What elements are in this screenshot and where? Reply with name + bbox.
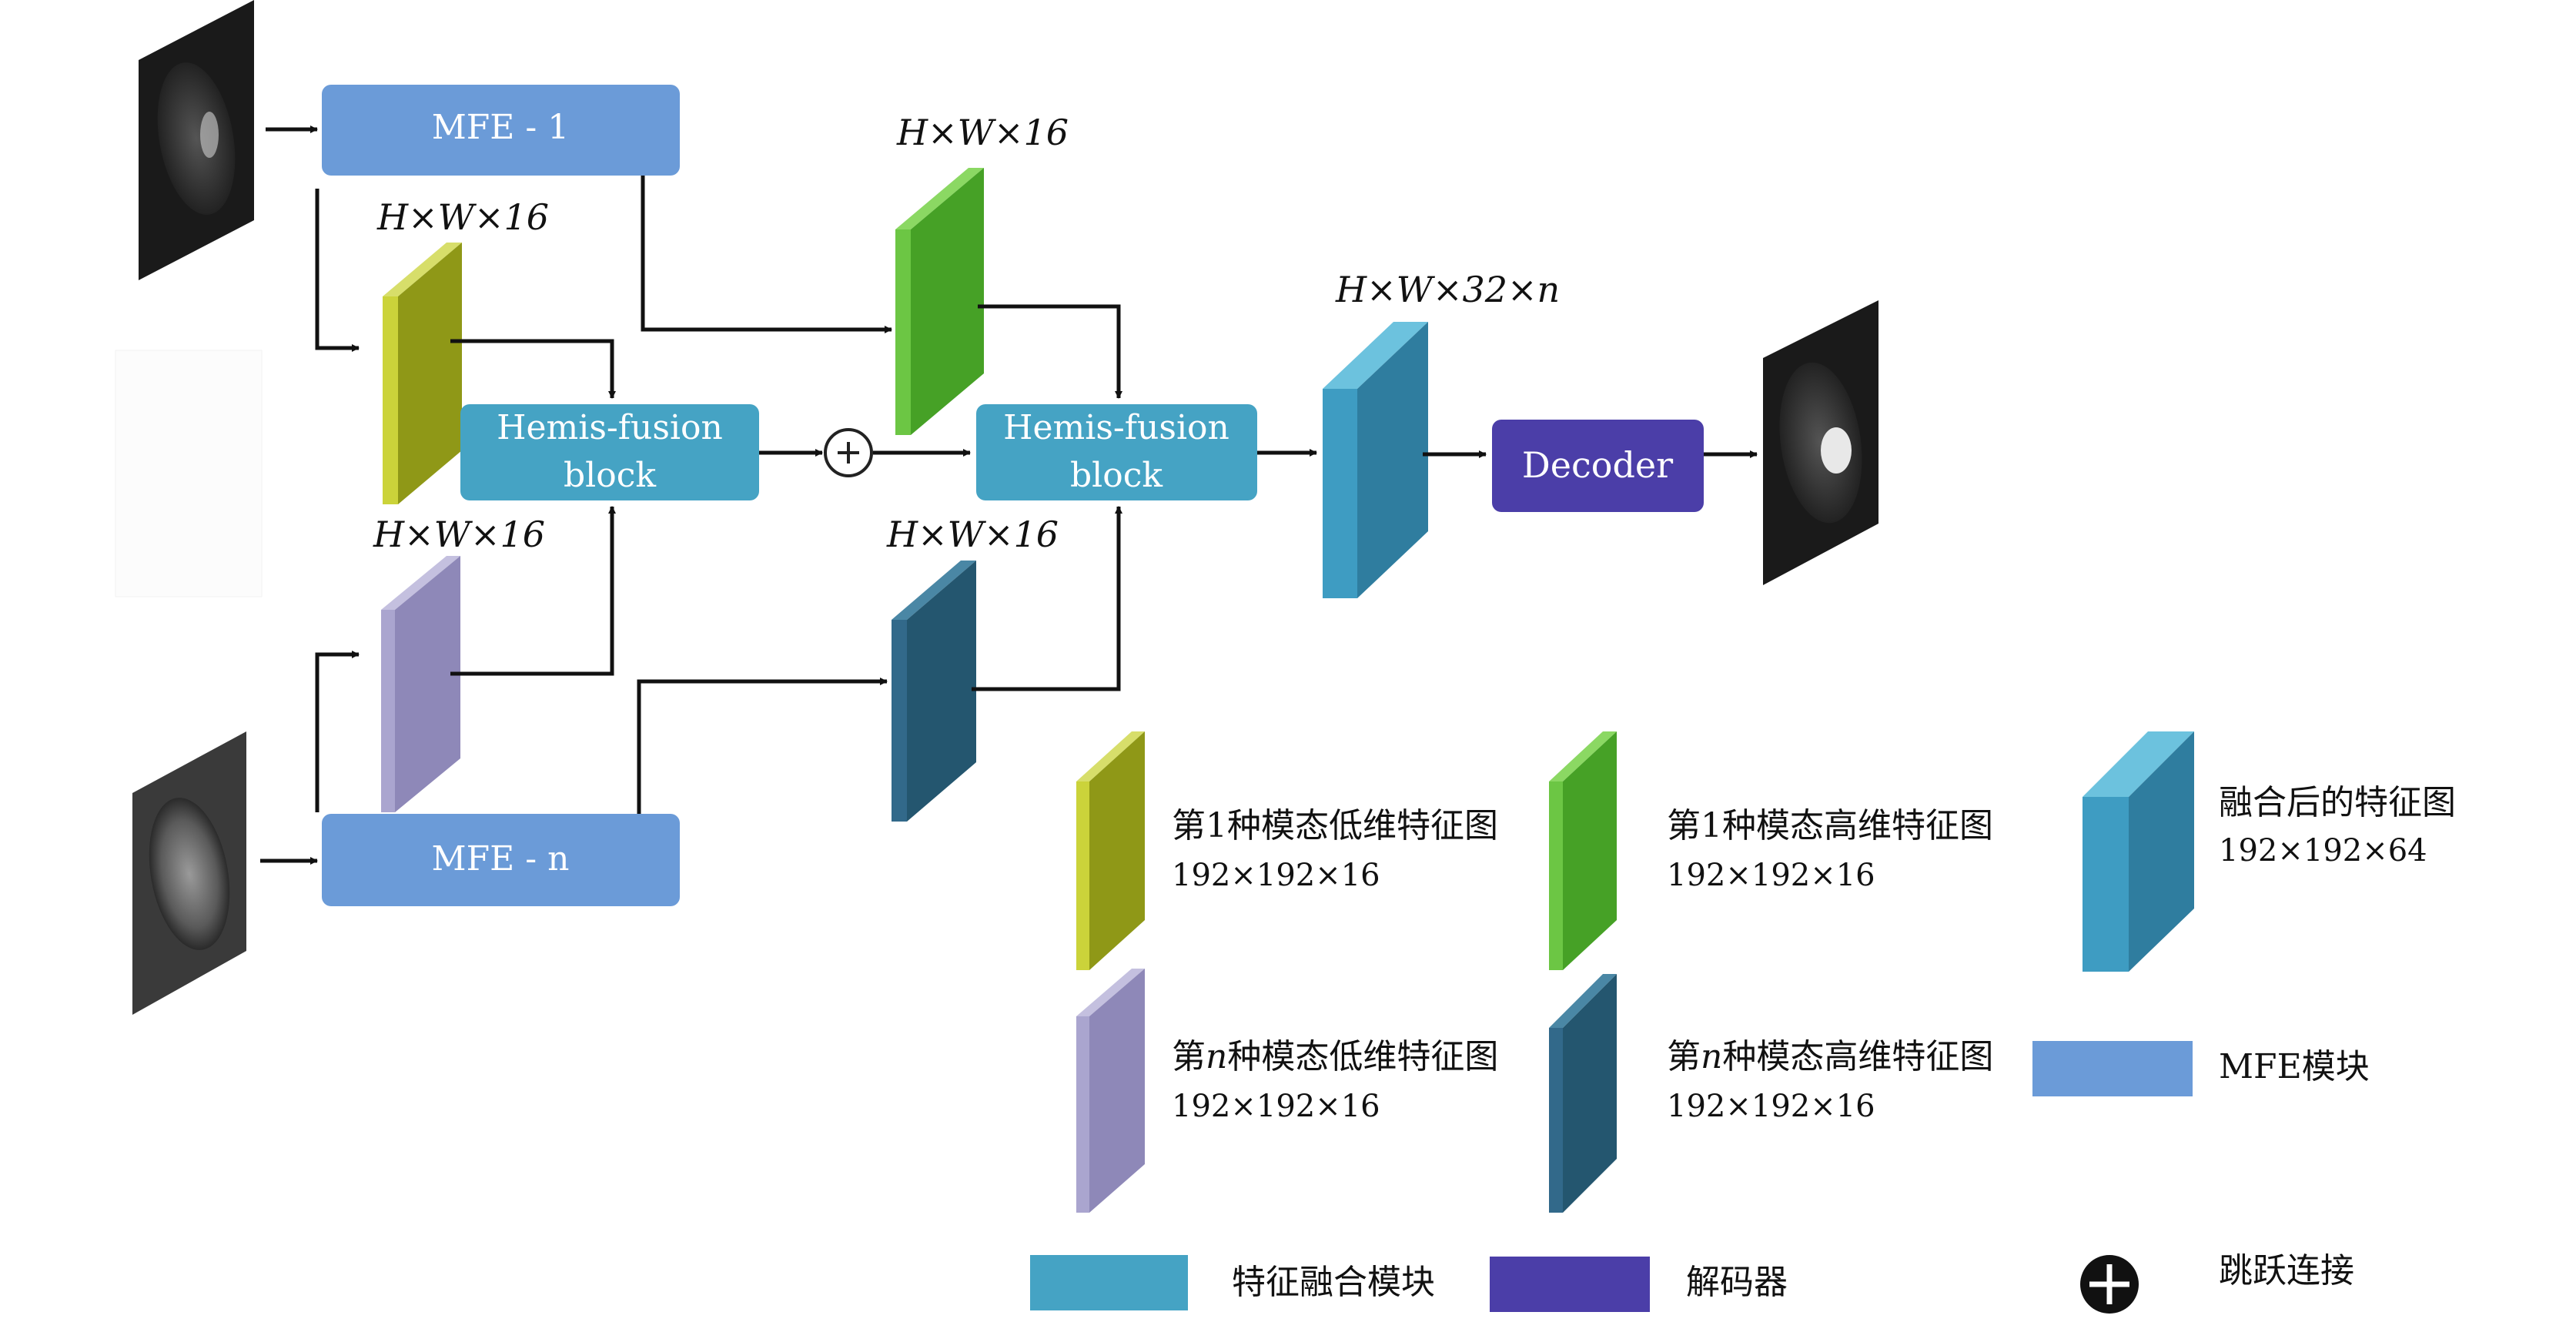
fusion-block-2: Hemis-fusion block: [976, 404, 1257, 500]
svg-text:block: block: [1070, 456, 1163, 495]
feature-map-fused: [1323, 322, 1428, 598]
svg-text:Hemis-fusion: Hemis-fusion: [1003, 408, 1229, 447]
dim-low-1: H×W×16: [376, 196, 549, 238]
fusion-block-1: Hemis-fusion block: [460, 404, 759, 500]
blank-input-placeholder: [115, 350, 263, 597]
legend-swatch-low-1: [1076, 731, 1145, 970]
legend-swatch-high-n: [1549, 974, 1617, 1213]
feature-map-low-1: [383, 243, 462, 504]
legend-swatch-decoder: [1490, 1257, 1650, 1312]
legend-skip-label: 跳跃连接: [2219, 1251, 2354, 1290]
legend-skip-icon: [2080, 1255, 2139, 1314]
legend-high-n-title: 第n种模态高维特征图: [1667, 1037, 1993, 1076]
legend-low-n-size: 192×192×16: [1172, 1089, 1380, 1124]
legend-high-1-size: 192×192×16: [1667, 858, 1875, 893]
legend-low-n-title: 第n种模态低维特征图: [1172, 1037, 1498, 1076]
brain-scan-input-n: [132, 731, 246, 1015]
decoder-block: Decoder: [1492, 420, 1704, 512]
connectors: [260, 126, 1758, 865]
dim-fused: H×W×32×n: [1335, 269, 1560, 310]
brain-scan-input-1: [139, 0, 254, 280]
legend-low-1-size: 192×192×16: [1172, 858, 1380, 893]
feature-map-high-n: [892, 561, 976, 822]
legend-swatch-fusion: [1030, 1255, 1188, 1310]
mfe-n-block: MFE - n: [322, 814, 680, 906]
legend-fusion-label: 特征融合模块: [1232, 1263, 1435, 1302]
mfe-1-block: MFE - 1: [322, 85, 680, 176]
feature-map-high-1: [895, 168, 984, 435]
legend-fused-title: 融合后的特征图: [2219, 783, 2456, 822]
legend-swatch-low-n: [1076, 969, 1145, 1213]
legend-mfe-label: MFE模块: [2219, 1047, 2370, 1086]
feature-map-low-n: [381, 556, 460, 812]
legend-high-n-size: 192×192×16: [1667, 1089, 1875, 1124]
dim-high-1: H×W×16: [896, 112, 1069, 153]
legend-decoder-label: 解码器: [1686, 1263, 1788, 1302]
legend: 第1种模态低维特征图 192×192×16 第1种模态高维特征图 192×192…: [1030, 731, 2456, 1314]
svg-text:block: block: [564, 456, 656, 495]
svg-text:Hemis-fusion: Hemis-fusion: [497, 408, 723, 447]
legend-fused-size: 192×192×64: [2219, 833, 2427, 869]
plus-circle-icon: [824, 428, 873, 477]
mfe-n-label: MFE - n: [432, 839, 570, 879]
dim-high-n: H×W×16: [886, 514, 1059, 555]
mfe-1-label: MFE - 1: [432, 108, 570, 147]
dim-low-n: H×W×16: [373, 514, 545, 555]
svg-text:Decoder: Decoder: [1522, 444, 1673, 486]
legend-swatch-fused: [2083, 731, 2194, 972]
legend-high-1-title: 第1种模态高维特征图: [1667, 806, 1993, 845]
legend-swatch-high-1: [1549, 731, 1617, 970]
brain-scan-output: [1763, 300, 1878, 585]
legend-swatch-mfe: [2032, 1041, 2193, 1096]
legend-low-1-title: 第1种模态低维特征图: [1172, 806, 1498, 845]
